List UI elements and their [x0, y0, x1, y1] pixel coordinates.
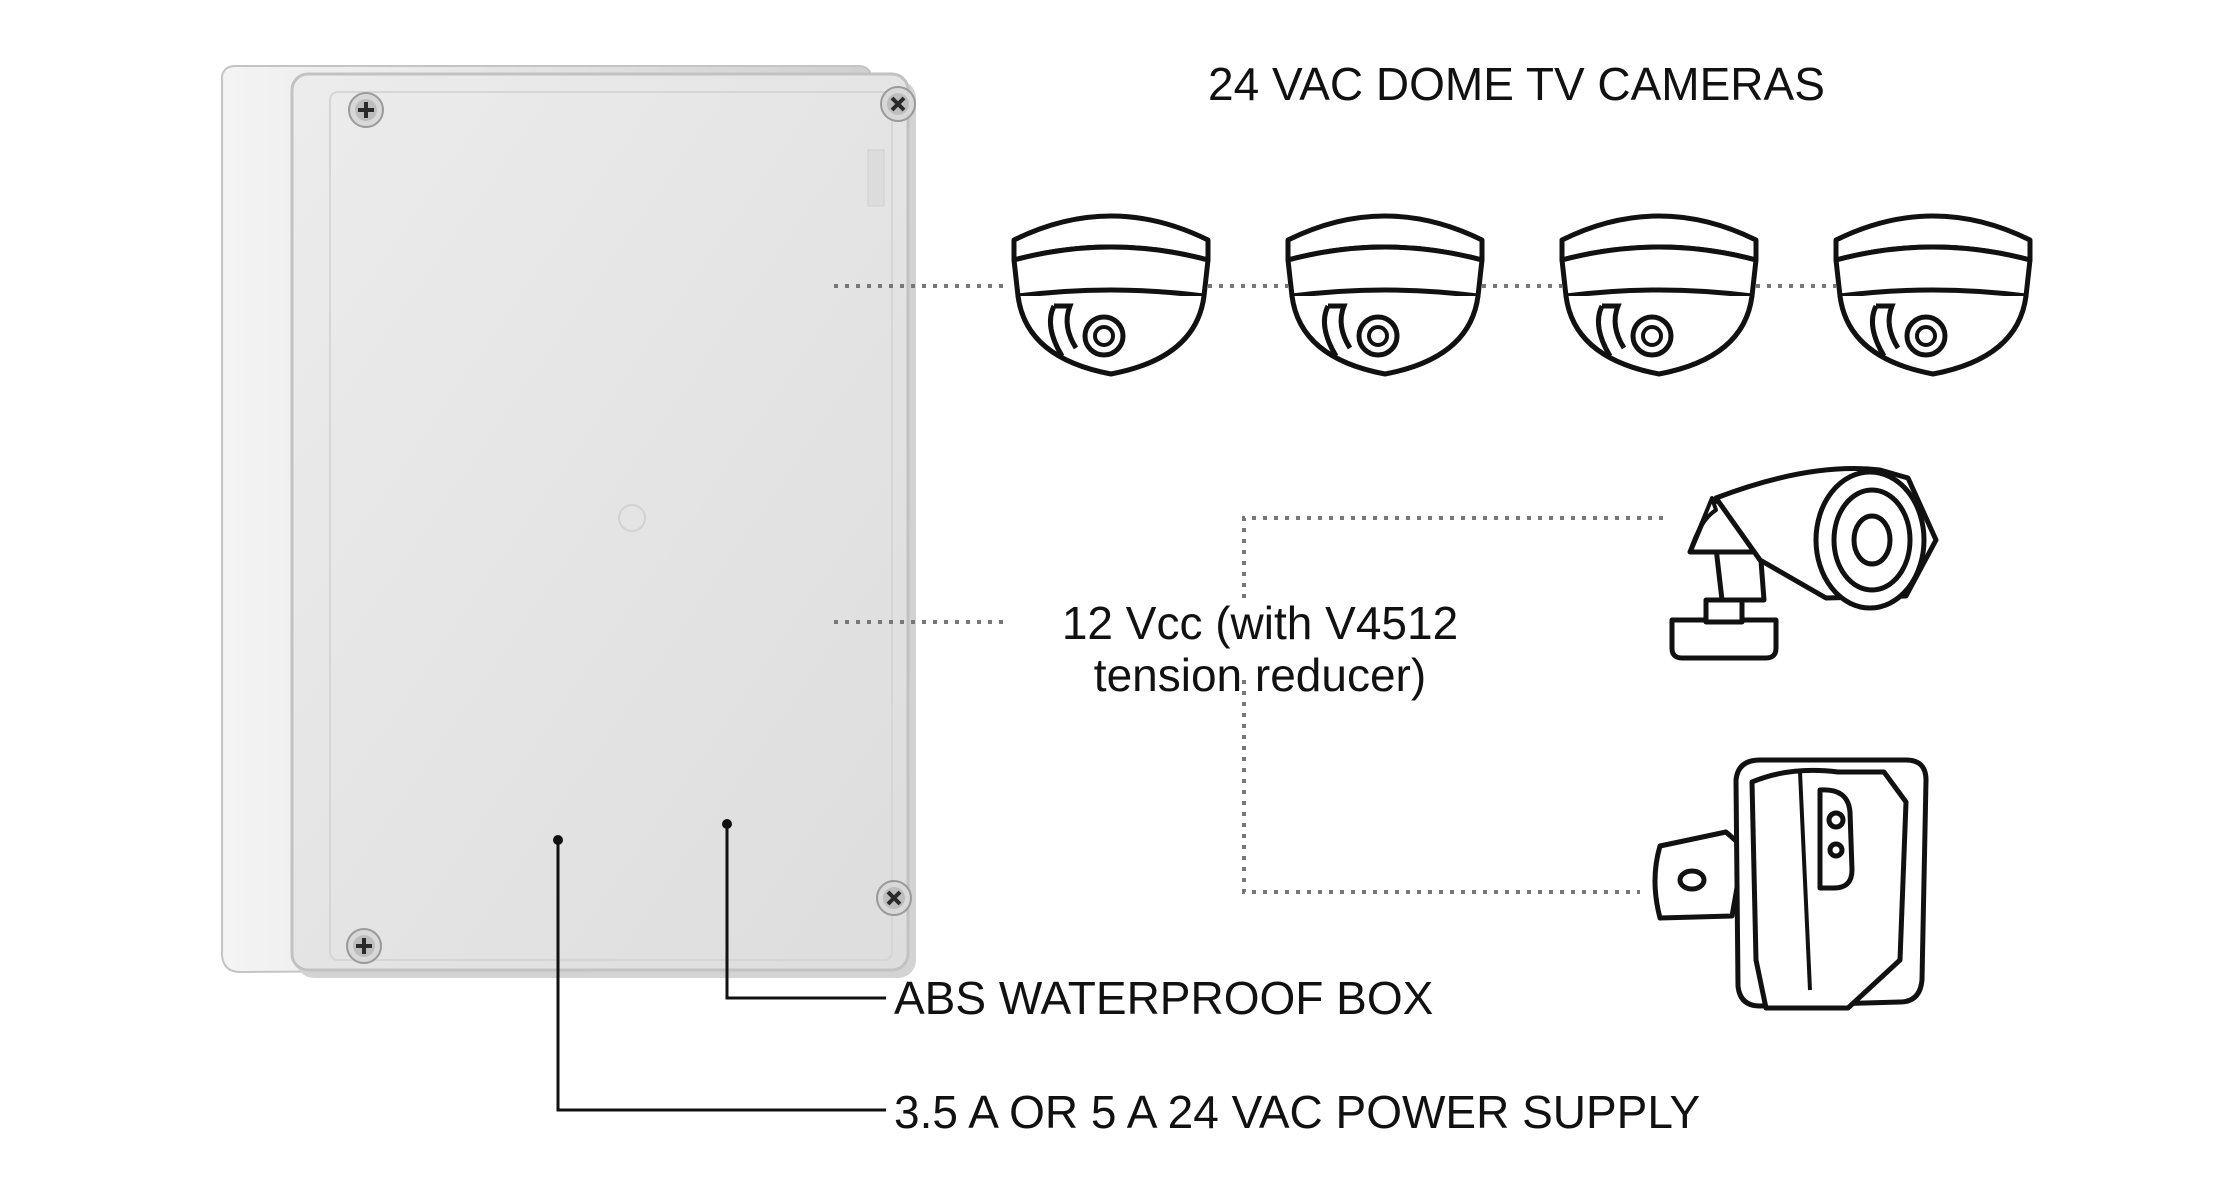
- dome-camera-1: [1014, 216, 1208, 374]
- screw-top-right: [879, 85, 917, 123]
- box-leader-line: [725, 824, 886, 1000]
- power-supply-label: 3.5 A OR 5 A 24 VAC POWER SUPPLY: [894, 1086, 1701, 1138]
- leader-lines: [553, 819, 886, 1112]
- dome-cameras: [1014, 216, 2030, 374]
- screw-bottom-right: [875, 879, 913, 917]
- power-leader-line: [556, 840, 886, 1112]
- dotted-connectors: [834, 284, 1836, 894]
- dome-camera-2: [1288, 216, 1482, 374]
- pir-camera-connector: [1242, 680, 1640, 894]
- compact-camera: [1652, 757, 1929, 1011]
- screw-top-left: [347, 91, 385, 129]
- box-label: ABS WATERPROOF BOX: [894, 972, 1434, 1024]
- dome-camera-4: [1836, 216, 2030, 374]
- dc-label-line-2: tension reducer): [1093, 649, 1427, 701]
- abs-waterproof-box-illustration: [221, 65, 917, 978]
- dome-camera-3: [1562, 216, 1756, 374]
- bullet-camera-connector: [1242, 516, 1668, 598]
- bullet-camera: [1669, 466, 1939, 661]
- dc-camera-label: 12 Vcc (with V4512 tension reducer): [1040, 597, 1480, 701]
- dome-cameras-title: 24 VAC DOME TV CAMERAS: [1208, 58, 1825, 110]
- screw-bottom-left: [345, 927, 383, 965]
- dc-label-line-1: 12 Vcc (with V4512: [1061, 597, 1459, 649]
